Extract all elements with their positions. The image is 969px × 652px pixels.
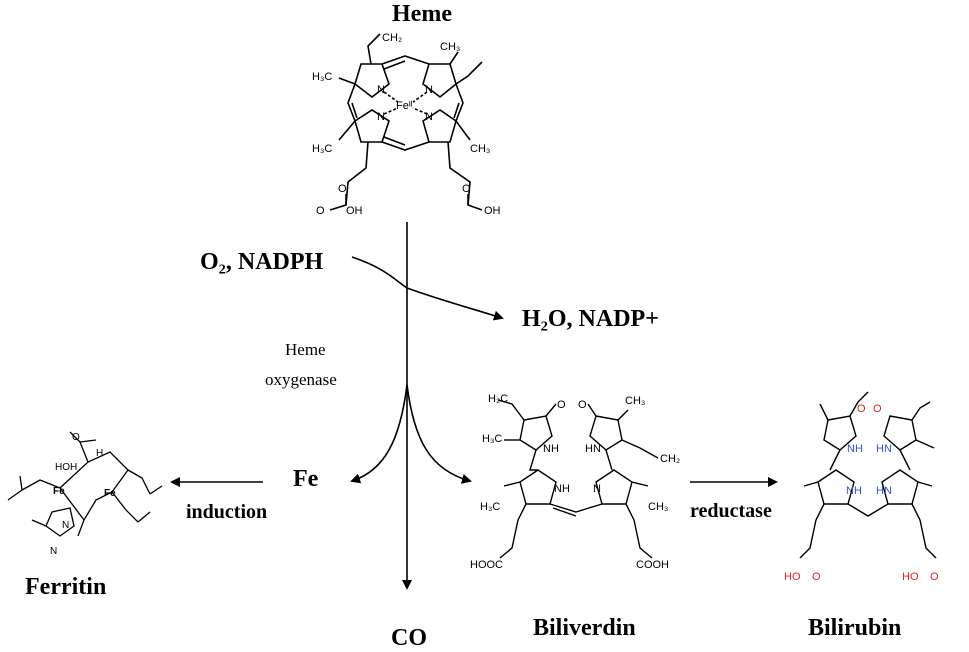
heme-fe-label: Feᴵᴵ <box>396 100 413 112</box>
heme-oh1: O <box>316 205 325 217</box>
biliverdin-h2c: H₂C <box>488 393 508 405</box>
ferritin-hoh: HOH <box>55 462 77 473</box>
pathway-arrows <box>170 222 778 590</box>
heme-o2: O <box>462 183 471 195</box>
bilirubin-o1: O <box>857 403 866 415</box>
heme-ring-b <box>422 63 457 99</box>
bilirubin-nh1: NH <box>847 443 863 455</box>
ferritin-imidazole <box>45 507 75 537</box>
bilirubin-ring-c <box>881 469 919 505</box>
ferritin-fe2: Fe <box>104 488 116 499</box>
o2-to-h2o-arrow <box>351 256 504 321</box>
biliverdin-nh2: NH <box>554 483 570 495</box>
heme-vinyl-a: CH₂ <box>382 32 402 44</box>
biliverdin-nh1: NH <box>543 443 559 455</box>
heme-ch3-c: CH₃ <box>470 143 490 155</box>
biliverdin-o2: O <box>578 399 587 411</box>
bilirubin-ring-b <box>817 469 855 505</box>
heme-oh2: OH <box>484 205 501 217</box>
bilirubin-ring-a <box>823 415 857 451</box>
biliverdin-ring-a <box>519 415 553 451</box>
ferritin-n2: N <box>50 546 57 557</box>
bilirubin-ho2: HO <box>902 571 919 583</box>
biliverdin-o1: O <box>557 399 566 411</box>
products-label: H₂O, NADP+ <box>522 306 659 332</box>
enzyme-label-line1: Heme <box>285 340 326 359</box>
bilirubin-hn2: HN <box>876 485 892 497</box>
heme-ch3-b: CH₃ <box>440 41 460 53</box>
biliverdin-ring-b <box>519 469 557 505</box>
heme-oh1b: OH <box>346 205 363 217</box>
heme-n3: N <box>377 111 385 123</box>
iron-label: Fe <box>293 466 319 492</box>
ferritin-structure <box>7 431 163 537</box>
enzyme-label-line2: oxygenase <box>265 370 337 389</box>
heme-o1: O <box>338 183 347 195</box>
heme-structure <box>329 33 483 211</box>
co-label: CO <box>391 625 427 651</box>
bilirubin-o4: O <box>930 571 939 583</box>
heme-ring-a <box>354 63 390 99</box>
bilirubin-o2: O <box>873 403 882 415</box>
heme-n4: N <box>425 111 433 123</box>
to-fe-arrow <box>350 384 408 484</box>
induction-label: induction <box>186 501 268 523</box>
bilirubin-ring-d <box>883 415 917 451</box>
heme-ring-c <box>354 109 390 143</box>
heme-ring-d <box>422 109 457 143</box>
biliverdin-ch2: CH₂ <box>660 453 680 465</box>
heme-title: Heme <box>392 1 452 27</box>
biliverdin-ch3-top: CH₃ <box>625 395 645 407</box>
heme-h3c-d: H₃C <box>312 143 332 155</box>
heme-n2: N <box>425 84 433 96</box>
reactants-label: O₂, NADPH <box>200 249 324 275</box>
bilirubin-ho1: HO <box>784 571 801 583</box>
reductase-label: reductase <box>690 500 772 522</box>
ferritin-fe1: Fe <box>53 486 65 497</box>
heme-h3c-a: H₃C <box>312 71 332 83</box>
ferritin-label: Ferritin <box>25 574 107 600</box>
biliverdin-h3c-top: H₃C <box>482 433 502 445</box>
biliverdin-ring-c <box>595 469 633 505</box>
bilirubin-hn1: HN <box>876 443 892 455</box>
bilirubin-label: Bilirubin <box>808 615 902 641</box>
bilirubin-o3: O <box>812 571 821 583</box>
biliverdin-label: Biliverdin <box>533 615 636 641</box>
biliverdin-n: N <box>593 483 601 495</box>
biliverdin-h3c-bot: H₃C <box>480 501 500 513</box>
heme-n1: N <box>377 84 385 96</box>
biliverdin-ring-d <box>589 415 623 451</box>
biliverdin-ch3-bot: CH₃ <box>648 501 668 513</box>
ferritin-n: N <box>62 520 69 531</box>
ferritin-o1: O <box>72 432 80 443</box>
biliverdin-cooh: COOH <box>636 559 669 571</box>
bilirubin-nh2: NH <box>846 485 862 497</box>
biliverdin-hooc: HOOC <box>470 559 503 571</box>
biliverdin-hn1: HN <box>585 443 601 455</box>
bilirubin-structure <box>799 391 937 559</box>
to-biliverdin-arrow <box>406 384 472 484</box>
ferritin-nh: H <box>96 448 103 459</box>
biliverdin-structure <box>497 399 659 559</box>
